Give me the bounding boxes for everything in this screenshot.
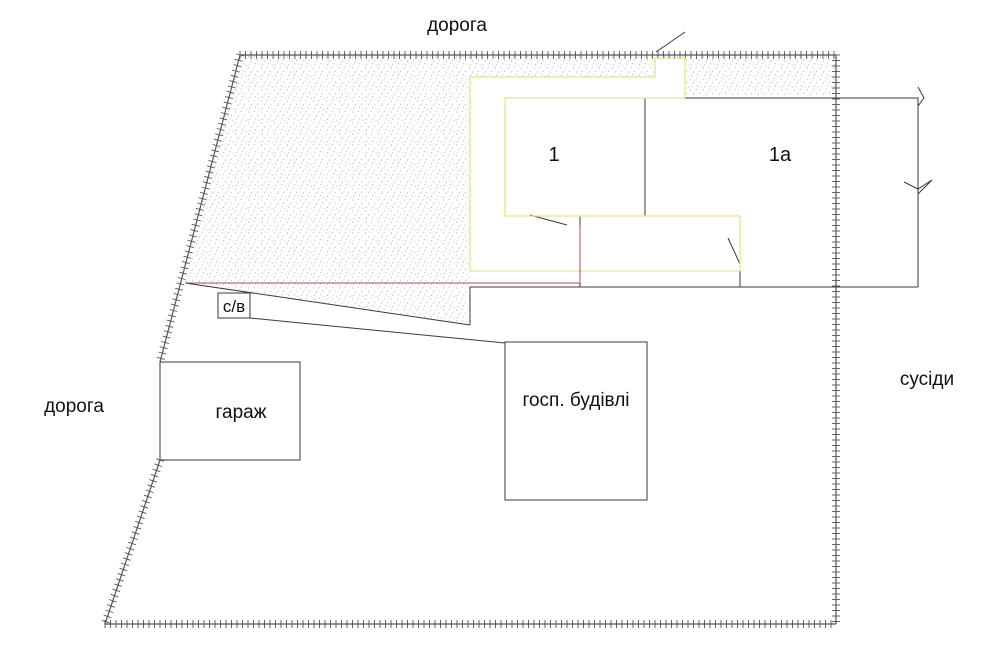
road-top-label: дорога: [427, 15, 487, 36]
entrance-mark-left: [529, 214, 568, 226]
dimension-line-right: [685, 97, 919, 287]
neighbors-label: сусіди: [900, 369, 954, 390]
fence-left-upper: [159, 54, 241, 363]
yellow-outline-house-top: [504, 97, 685, 216]
garage-label: гараж: [216, 402, 267, 423]
yellow-outline-extension: [505, 215, 741, 271]
toilet-box: [217, 292, 251, 319]
garage-box: [159, 361, 301, 461]
fence-left-lower: [104, 459, 161, 625]
building-outline-yellow: [469, 57, 741, 272]
yard-edge-diagonal: [184, 282, 471, 326]
building-1-label: 1: [548, 144, 559, 166]
yellow-outline-outer: [469, 57, 686, 271]
outbuildings-label: госп. будівлі: [522, 390, 629, 411]
building-1a-label: 1а: [769, 144, 792, 166]
road-left-label: дорога: [44, 396, 104, 417]
path-to-outbuildings: [249, 317, 506, 344]
red-boundary-line: [185, 225, 581, 284]
site-lines: [184, 31, 933, 344]
road-access-line: [655, 31, 686, 53]
toilet-label: с/в: [223, 297, 245, 316]
dimension-mark-top: [917, 86, 925, 107]
dimension-break-mark: [903, 179, 933, 195]
plot-fence: [104, 54, 837, 625]
outbuildings-box: [504, 341, 648, 501]
paved-yard-area: [185, 55, 835, 325]
entrance-mark-right: [727, 237, 741, 265]
